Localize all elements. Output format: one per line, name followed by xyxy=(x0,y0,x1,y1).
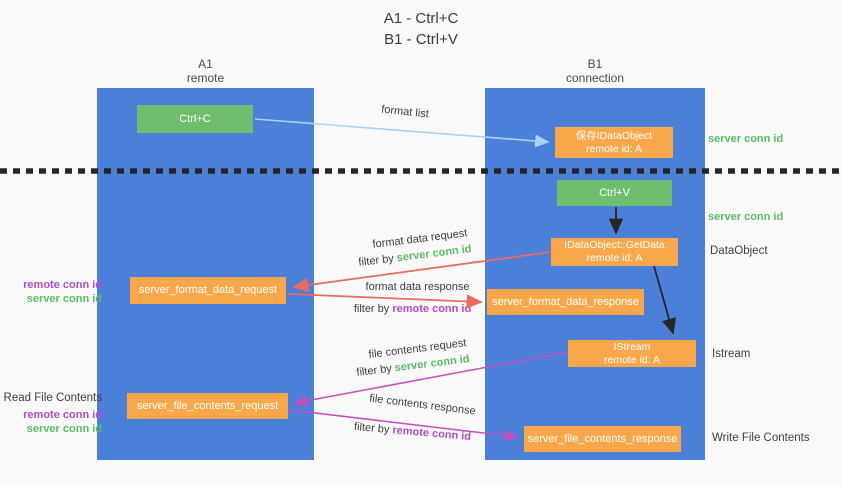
column-b-header: B1 connection xyxy=(485,57,705,85)
label-filter-by-remote-conn-id-2: filter by remote conn id xyxy=(340,420,485,445)
arrow-format-data-response xyxy=(287,293,483,309)
title-line-2: B1 - Ctrl+V xyxy=(384,31,458,48)
label-file-contents-response: file contents response xyxy=(368,392,477,418)
node-ctrl-c: Ctrl+C xyxy=(137,105,253,133)
node-server-file-contents-response: server_file_contents_response xyxy=(524,426,681,452)
node-idataobject-getdata: IDataObject::GetData remote id: A xyxy=(551,238,678,266)
column-a-subtitle: remote xyxy=(186,71,225,85)
label-filter-by-remote-conn-id-1: filter by remote conn id xyxy=(340,303,485,315)
node-server-file-contents-response-label: server_file_contents_response xyxy=(527,432,678,445)
node-ctrl-c-label: Ctrl+C xyxy=(179,112,211,125)
node-server-file-contents-request: server_file_contents_request xyxy=(127,393,288,419)
label-format-data-response: format data response xyxy=(365,281,470,293)
filter-by-text-3: filter by xyxy=(355,362,393,379)
column-b-name: B1 xyxy=(587,57,603,71)
label-istream: Istream xyxy=(712,348,751,360)
node-idataobject-getdata-line1: IDataObject::GetData xyxy=(564,239,665,251)
node-server-format-data-response: server_format_data_response xyxy=(487,289,644,315)
title-line-1: A1 - Ctrl+C xyxy=(383,10,459,27)
label-server-conn-id-top: server conn id xyxy=(708,133,784,145)
column-a-header: A1 remote xyxy=(97,57,314,85)
node-server-format-data-request-label: server_format_data_request xyxy=(138,284,278,296)
column-a-name: A1 xyxy=(198,57,213,71)
label-read-file-contents: Read File Contents xyxy=(3,392,102,404)
node-idataobject-getdata-line2: remote id: A xyxy=(586,252,643,264)
node-istream-line2: remote id: A xyxy=(603,353,661,366)
label-format-list: format list xyxy=(380,103,430,121)
label-conn-ids-file: remote conn id server conn id xyxy=(0,408,102,436)
label-dataobject: DataObject xyxy=(710,245,768,257)
filter-by-text-2: filter by xyxy=(353,303,390,315)
label-server-conn-id-1: server conn id xyxy=(26,293,102,305)
node-ctrl-v-label: Ctrl+V xyxy=(599,186,630,199)
node-save-idataobject-line1: 保存IDataObject xyxy=(575,129,653,142)
label-write-file-contents: Write File Contents xyxy=(712,432,810,444)
filter-by-text-1: filter by xyxy=(357,252,395,269)
node-ctrl-v: Ctrl+V xyxy=(557,180,672,206)
node-istream: IStream remote id: A xyxy=(568,340,696,367)
label-remote-conn-id-2: remote conn id xyxy=(23,409,102,421)
column-b-subtitle: connection xyxy=(565,71,625,85)
label-server-conn-id-2: server conn id xyxy=(26,423,102,435)
filter-value-remote-conn-id-1: remote conn id xyxy=(392,303,472,315)
filter-value-remote-conn-id-2: remote conn id xyxy=(391,424,472,444)
diagram-title: A1 - Ctrl+C B1 - Ctrl+V xyxy=(0,8,842,50)
label-server-conn-id-mid: server conn id xyxy=(708,211,784,223)
node-server-format-data-response-label: server_format_data_response xyxy=(492,295,639,308)
node-server-format-data-request: server_format_data_request xyxy=(130,277,286,304)
node-istream-line1: IStream xyxy=(613,340,651,353)
node-save-idataobject-line2: remote id: A xyxy=(585,142,643,155)
node-server-file-contents-request-label: server_file_contents_request xyxy=(136,399,279,412)
filter-by-text-4: filter by xyxy=(353,420,390,436)
label-remote-conn-id-1: remote conn id xyxy=(23,279,102,291)
label-conn-ids-format: remote conn id server conn id xyxy=(0,278,102,306)
node-save-idataobject: 保存IDataObject remote id: A xyxy=(555,127,673,158)
